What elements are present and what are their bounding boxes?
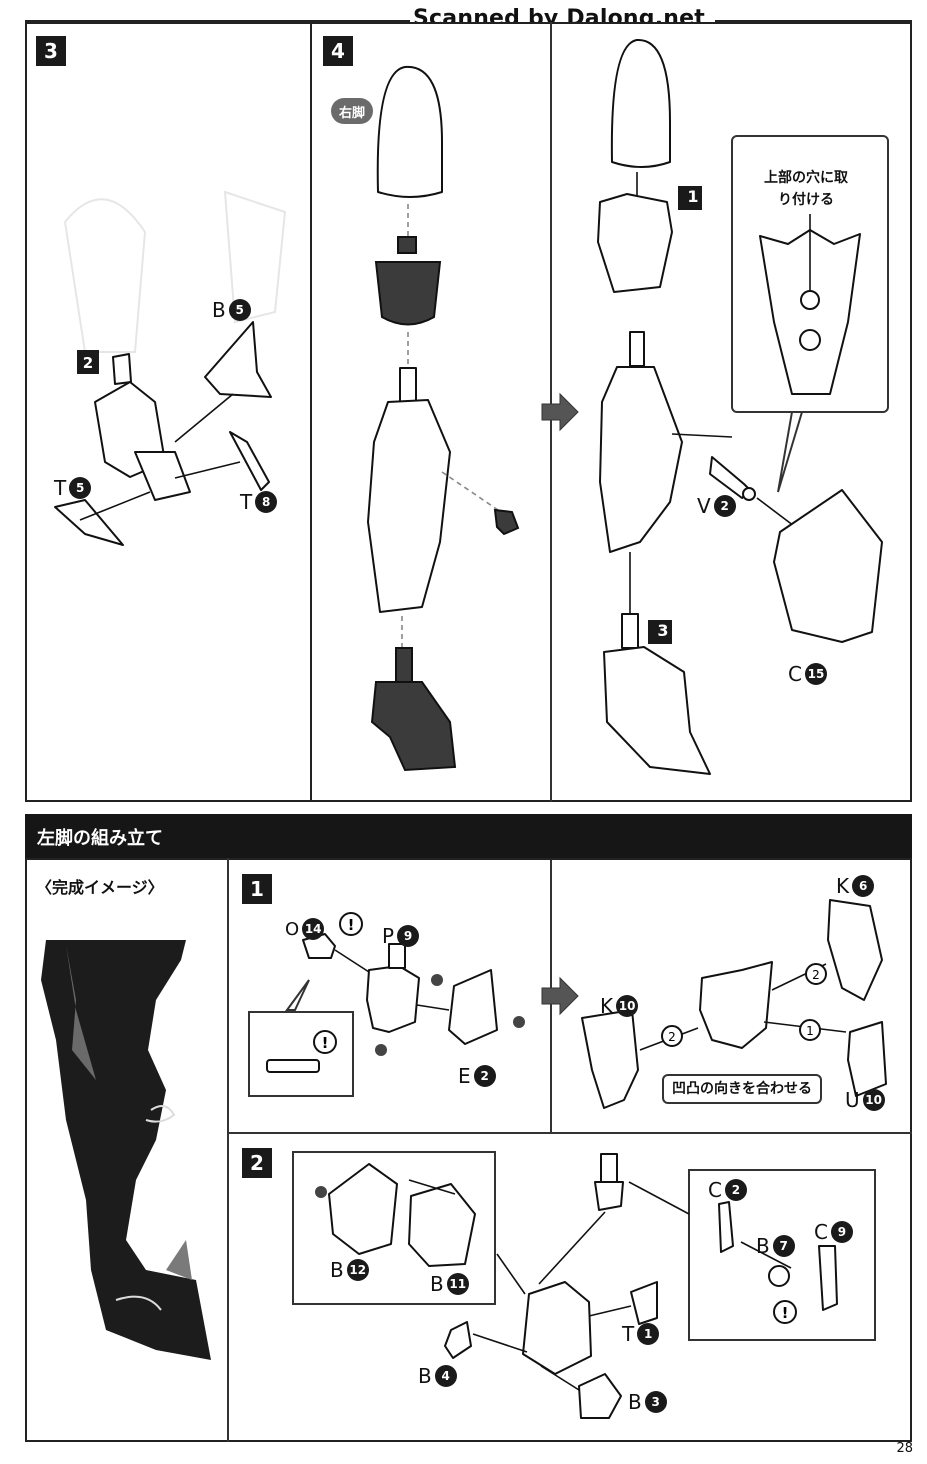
svg-text:!: ! [322, 1034, 329, 1052]
watermark-rule-left [25, 20, 410, 22]
section-title-left-leg: 左脚の組み立て [25, 814, 912, 860]
proceed-arrow-2 [541, 976, 579, 1016]
step-4-exploded-illustration [367, 65, 520, 772]
step-4-number: 4 [323, 36, 353, 66]
left-step-1-illustration-a: ! ! [248, 912, 525, 1097]
page-number: 28 [896, 1441, 913, 1456]
svg-text:!: ! [782, 1304, 789, 1322]
step-3-substep-2: 2 [77, 352, 99, 374]
left-step-2-illustration: ! [292, 1151, 876, 1419]
step-4-substep-3: 3 [657, 620, 669, 640]
proceed-arrow [541, 392, 579, 432]
completed-image-divider [227, 858, 229, 1442]
note-attach-top-hole: 上部の穴に取り付ける [764, 170, 848, 208]
left-step-1-illustration-b: 1 2 2 [581, 899, 887, 1109]
right-leg-tag: 右脚 [331, 98, 373, 124]
step-1-divider [227, 1132, 912, 1134]
step-4-substep-1: 1 [687, 186, 699, 206]
left-step-1-number: 1 [242, 874, 272, 904]
completed-image-caption: 〈完成イメージ〉 [36, 878, 164, 897]
svg-text:!: ! [348, 916, 355, 934]
left-step-2-number: 2 [242, 1148, 272, 1178]
callout-2-text: 2 [668, 1030, 676, 1044]
note-align-direction: 凹凸の向きを合わせる [662, 1074, 822, 1104]
completed-leg-image [41, 940, 211, 1360]
svg-text:2: 2 [812, 968, 820, 982]
step-4-assembly-illustration [597, 38, 889, 775]
step-3-number: 3 [36, 36, 66, 66]
watermark-rule-right [715, 20, 912, 22]
callout-1-text: 1 [806, 1024, 814, 1038]
step-3-illustration [54, 190, 287, 546]
